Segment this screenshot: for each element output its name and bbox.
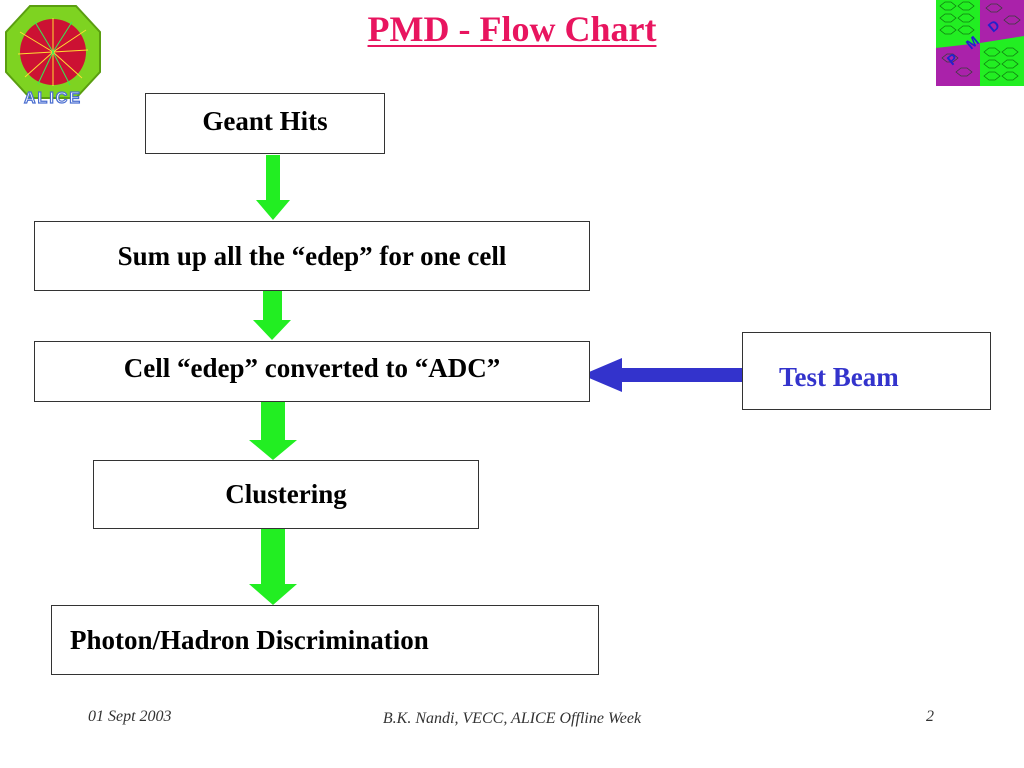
arrow-convert-to-cluster [249,402,297,460]
footer-author: B.K. Nandi, VECC, ALICE Offline Week [382,710,642,727]
slide-title: PMD - Flow Chart [367,9,657,49]
arrow-geant-to-sum [256,155,290,220]
node-clustering: Clustering [93,460,479,529]
node-photon-hadron: Photon/Hadron Discrimination [51,605,599,675]
alice-logo: ALICE [0,2,106,108]
node-geant-hits: Geant Hits [145,93,385,154]
arrow-sum-to-convert [253,291,291,340]
node-sum-edep: Sum up all the “edep” for one cell [34,221,590,291]
node-test-beam: Test Beam [742,332,991,410]
arrow-testbeam-to-convert [582,358,742,392]
footer-date: 01 Sept 2003 [88,708,172,725]
footer-page-number: 2 [926,708,934,725]
node-convert-adc: Cell “edep” converted to “ADC” [34,341,590,402]
alice-logo-text: ALICE [24,90,82,106]
pmd-logo: P M D [936,0,1024,86]
arrow-cluster-to-discrim [249,529,297,605]
